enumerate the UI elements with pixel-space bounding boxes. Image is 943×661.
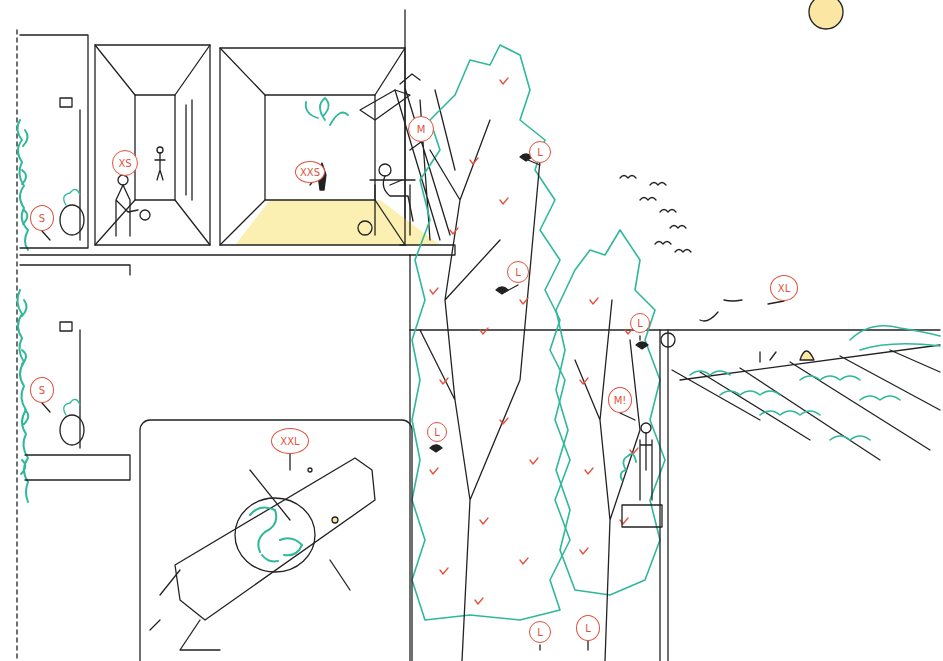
tree-canopy: [556, 230, 665, 595]
inset-frame: [140, 420, 412, 661]
callout-label: L: [537, 147, 543, 158]
door: [79, 330, 80, 448]
callout-tail: [42, 142, 784, 650]
callout-label: S: [39, 213, 45, 224]
callout-bubble: S: [30, 205, 54, 231]
plant: [64, 189, 80, 205]
callout-label: XXL: [280, 436, 299, 447]
dot: [308, 468, 312, 472]
floor-slab: [25, 455, 130, 480]
drone-line: [700, 300, 742, 321]
bag: [60, 205, 84, 235]
callout-label: XXS: [300, 167, 320, 178]
dot: [332, 517, 338, 523]
sun: [809, 0, 843, 29]
tree-trunk: [420, 120, 540, 661]
callout-bubble: L: [507, 261, 529, 283]
sunlight: [235, 200, 440, 245]
callout-label: M: [417, 124, 426, 135]
room: [95, 45, 210, 245]
person: [641, 423, 651, 433]
callout-label: L: [585, 623, 591, 634]
room-back: [135, 95, 175, 200]
callout-bubble: L: [529, 141, 551, 163]
callout-label: M!: [614, 395, 627, 406]
room: [220, 48, 405, 245]
hill: [850, 326, 940, 350]
leader-line: [150, 470, 350, 650]
balcony: [622, 505, 662, 527]
floor-slab: [20, 255, 410, 275]
room-back: [265, 95, 375, 200]
callout-bubble: XXS: [295, 161, 325, 183]
callout-label: XS: [118, 158, 131, 169]
wall: [409, 255, 410, 661]
tree-trunk: [575, 300, 640, 661]
vines: [690, 371, 900, 440]
callout-bubble: XL: [770, 275, 798, 301]
callout-label: S: [39, 385, 45, 396]
door: [186, 100, 192, 200]
callout-label: L: [637, 318, 643, 329]
field-rows: [672, 345, 940, 460]
plant: [621, 454, 636, 480]
vine: [17, 120, 28, 250]
balcony-railing: [395, 74, 455, 240]
room-perspective: [220, 48, 405, 245]
tablet: [175, 458, 375, 620]
lamp: [661, 333, 675, 347]
tree-canopy: [412, 45, 570, 620]
bird: [430, 154, 648, 452]
callout-bubble: XS: [112, 150, 138, 176]
callout-label: L: [434, 427, 440, 438]
person: [118, 175, 128, 185]
callout-bubble: S: [30, 377, 54, 403]
tent: [800, 351, 814, 360]
callout-bubble: M: [408, 116, 434, 142]
birds: [620, 176, 691, 253]
person: [157, 147, 163, 153]
person: [116, 185, 138, 236]
callout-bubble: XXL: [271, 428, 309, 454]
room-perspective: [95, 45, 210, 245]
callout-bubble: L: [576, 615, 600, 641]
callout-label: L: [537, 627, 543, 638]
ground-line: [410, 329, 940, 330]
person: [383, 176, 413, 221]
bag: [60, 415, 84, 445]
wall: [660, 330, 668, 661]
person: [155, 153, 165, 180]
door-plate: [60, 322, 72, 331]
continents: [250, 507, 302, 561]
plant: [306, 98, 348, 125]
callout-label: XL: [778, 283, 790, 294]
vine: [17, 290, 28, 502]
wall: [20, 35, 88, 248]
plant: [64, 399, 80, 415]
callout-bubble: L: [427, 422, 447, 442]
door: [79, 110, 80, 240]
globe: [235, 498, 315, 572]
person: [640, 433, 652, 500]
door-plate: [60, 98, 72, 107]
chair: [360, 90, 415, 235]
leaf-mark: [430, 78, 638, 604]
balcony-slab: [400, 245, 455, 255]
callout-label: L: [515, 267, 521, 278]
callout-bubble: M!: [608, 387, 632, 413]
ball: [140, 210, 150, 220]
person: [379, 164, 391, 176]
callout-bubble: L: [630, 313, 650, 333]
callout-bubble: L: [529, 621, 551, 643]
figure: [760, 352, 776, 362]
stool: [358, 221, 372, 235]
